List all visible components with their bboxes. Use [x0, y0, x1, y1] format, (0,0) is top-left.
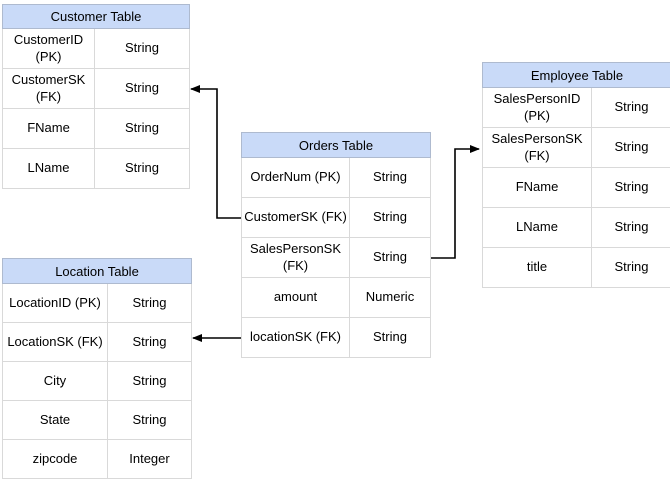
field-cell: SalesPersonSK (FK)	[241, 238, 350, 278]
table-row: locationSK (FK) String	[241, 318, 431, 358]
table-header: Location Table	[2, 258, 192, 284]
type-cell: String	[350, 318, 431, 358]
field-cell: LocationID (PK)	[2, 284, 108, 323]
table-row: CustomerSK (FK) String	[241, 198, 431, 238]
field-cell: locationSK (FK)	[241, 318, 350, 358]
type-cell: String	[108, 284, 192, 323]
type-cell: String	[592, 168, 670, 208]
type-cell: String	[95, 29, 190, 69]
field-cell: amount	[241, 278, 350, 318]
field-cell: CustomerSK (FK)	[2, 69, 95, 109]
field-cell: LName	[2, 149, 95, 189]
table-row: OrderNum (PK) String	[241, 158, 431, 198]
field-cell: FName	[482, 168, 592, 208]
table-row: City String	[2, 362, 192, 401]
type-cell: String	[350, 198, 431, 238]
table-row: LName String	[482, 208, 670, 248]
table-row: LName String	[2, 149, 190, 189]
table-row: LocationID (PK) String	[2, 284, 192, 323]
table-title: Orders Table	[298, 137, 374, 153]
type-cell: String	[592, 88, 670, 128]
table-row: title String	[482, 248, 670, 288]
table-row: SalesPersonID (PK) String	[482, 88, 670, 128]
type-cell: Numeric	[350, 278, 431, 318]
type-cell: String	[350, 238, 431, 278]
type-cell: String	[108, 323, 192, 362]
table-title: Customer Table	[50, 9, 142, 24]
table-title: Location Table	[55, 263, 139, 279]
field-cell: LName	[482, 208, 592, 248]
table-row: LocationSK (FK) String	[2, 323, 192, 362]
type-cell: String	[592, 248, 670, 288]
type-cell: String	[95, 149, 190, 189]
table-row: FName String	[482, 168, 670, 208]
field-cell: LocationSK (FK)	[2, 323, 108, 362]
field-cell: State	[2, 401, 108, 440]
field-cell: title	[482, 248, 592, 288]
table-row: FName String	[2, 109, 190, 149]
type-cell: String	[592, 128, 670, 168]
table-row: SalesPersonSK (FK) String	[241, 238, 431, 278]
table-title: Employee Table	[530, 67, 624, 83]
type-cell: Integer	[108, 440, 192, 479]
connector-orders-to-customer	[190, 85, 241, 219]
field-cell: City	[2, 362, 108, 401]
table-header: Orders Table	[241, 132, 431, 158]
connector-orders-to-employee	[431, 145, 480, 259]
type-cell: String	[108, 362, 192, 401]
table-row: State String	[2, 401, 192, 440]
table-row: CustomerID (PK) String	[2, 29, 190, 69]
type-cell: String	[95, 69, 190, 109]
employee-table[interactable]: Employee Table SalesPersonID (PK) String…	[482, 62, 670, 288]
table-row: amount Numeric	[241, 278, 431, 318]
customer-table[interactable]: Customer Table CustomerID (PK) String Cu…	[2, 4, 190, 189]
type-cell: String	[108, 401, 192, 440]
type-cell: String	[95, 109, 190, 149]
field-cell: CustomerID (PK)	[2, 29, 95, 69]
field-cell: OrderNum (PK)	[241, 158, 350, 198]
table-header: Customer Table	[2, 4, 190, 29]
field-cell: FName	[2, 109, 95, 149]
location-table[interactable]: Location Table LocationID (PK) String Lo…	[2, 258, 192, 479]
field-cell: CustomerSK (FK)	[241, 198, 350, 238]
table-row: SalesPersonSK (FK) String	[482, 128, 670, 168]
type-cell: String	[592, 208, 670, 248]
table-header: Employee Table	[482, 62, 670, 88]
field-cell: SalesPersonSK (FK)	[482, 128, 592, 168]
field-cell: SalesPersonID (PK)	[482, 88, 592, 128]
field-cell: zipcode	[2, 440, 108, 479]
type-cell: String	[350, 158, 431, 198]
table-row: zipcode Integer	[2, 440, 192, 479]
orders-table[interactable]: Orders Table OrderNum (PK) String Custom…	[241, 132, 431, 358]
table-row: CustomerSK (FK) String	[2, 69, 190, 109]
